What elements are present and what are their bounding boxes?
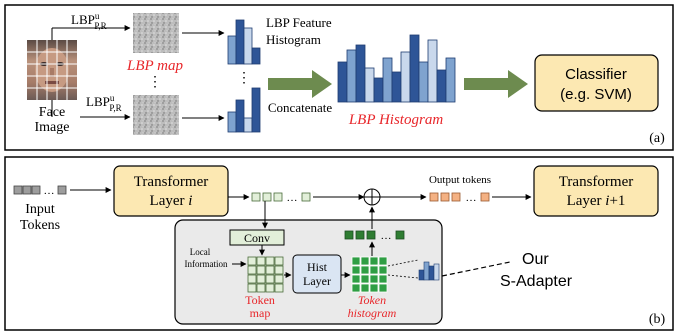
input-tokens [13,185,67,195]
lbp-map-image-bottom [133,95,179,135]
token-map-grid [247,256,284,293]
local-information-line2: Information [185,259,228,269]
face-image-label-line2: Image [35,120,70,135]
transformer-layer-i-box [113,165,229,217]
token-map-label-line1: Token [245,293,275,307]
hist-layer-label-line1: Hist [307,260,328,274]
panel-b-tag: (b) [649,312,666,327]
transformer-layer-i-plus-1-line2: Layer i+1 [567,193,626,209]
token-map-label-line2: map [250,306,271,320]
zoomed-histogram [418,261,440,281]
hist-layer-box [292,254,342,294]
intermediate-tokens [251,192,311,202]
adapter-output-tokens-dots: … [381,230,392,242]
input-tokens-label-line1: Input [25,202,55,217]
add-operator-icon [363,188,381,206]
histogram-to-classifier-arrow [464,70,528,98]
our-s-adapter-line1: Our [522,251,549,268]
hist-layer-label-line2: Layer [303,274,331,288]
transformer-layer-i-line1: Transformer [134,174,208,190]
transformer-layer-i-plus-1-box [533,165,659,217]
conv-box [229,229,285,246]
input-tokens-dots: … [44,185,55,197]
lbp-histogram-label: LBP Histogram [348,112,443,128]
feature-histogram-dots: ⋮ [237,71,251,86]
token-histogram-label-line2: histogram [348,306,397,320]
our-s-adapter-line2: S-Adapter [500,273,573,290]
feature-histogram-label-line2: Histogram [266,32,321,47]
feature-histogram-bottom [227,87,261,133]
lbp-map-image-top [133,13,179,53]
zoom-line-bottom [387,274,419,279]
transformer-layer-i-line2: Layer i [150,193,193,209]
lbp-map-dots: ⋮ [148,75,162,90]
local-information-line1: Local [190,247,211,257]
output-tokens-label: Output tokens [429,174,491,186]
face-image [27,40,77,100]
concatenate-label: Concatenate [268,100,332,115]
output-tokens-dots: … [466,192,477,204]
adapter-output-tokens [344,230,405,240]
lbp-map-label: LBP map [126,58,183,74]
classifier-label-line2: (e.g. SVM) [560,86,632,103]
feature-histogram-label-line1: LBP Feature [266,15,332,30]
feature-histogram-top [227,19,261,65]
classifier-box [534,54,659,112]
input-tokens-label-line2: Tokens [20,218,60,233]
concatenate-arrow [268,70,332,98]
token-histogram-grid [351,256,388,293]
classifier-label-line1: Classifier [565,66,627,83]
conv-label: Conv [244,231,270,245]
transformer-layer-i-plus-1-line1: Transformer [559,174,633,190]
s-adapter-pointer [441,261,511,277]
token-histogram-label-line1: Token [358,293,386,307]
lbp-histogram [337,34,456,103]
intermediate-tokens-dots: … [287,192,298,204]
output-tokens [429,192,490,202]
zoom-line-top [387,259,419,267]
panel-a-tag: (a) [649,131,665,146]
